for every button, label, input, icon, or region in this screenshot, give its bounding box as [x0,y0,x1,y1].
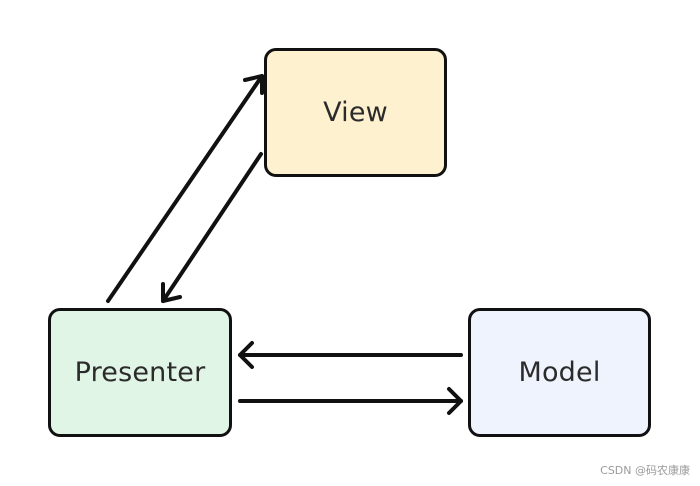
model-node-label: Model [518,357,601,388]
edge-model-to-presenter-arrow [238,341,463,369]
model-node: Model [468,308,651,437]
presenter-node: Presenter [48,308,232,437]
edge-view-to-presenter-arrow [161,152,263,303]
view-node: View [264,48,447,177]
view-node-label: View [323,97,388,128]
edge-presenter-to-model-arrow [238,387,463,415]
presenter-node-label: Presenter [74,357,206,388]
edge-presenter-to-view-arrow [106,74,264,303]
watermark-text: CSDN @码农康康 [600,464,690,477]
